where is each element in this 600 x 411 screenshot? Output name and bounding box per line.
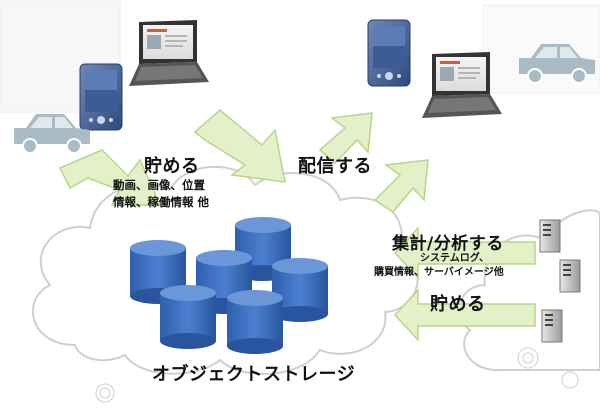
- store-label-right: 貯める: [430, 294, 486, 315]
- server-icon: [559, 259, 581, 293]
- arrow-deliver-1: [318, 112, 373, 165]
- arrow-store-left-2: [193, 109, 286, 183]
- arrow-store-left-1: [58, 149, 162, 206]
- server-icon: [539, 219, 561, 253]
- tablet-icon: [367, 19, 411, 87]
- database-icon: [227, 290, 283, 354]
- store-label-left: 貯める: [144, 156, 200, 177]
- decorative-circles: [95, 347, 579, 403]
- arrow-store-right: [393, 288, 536, 342]
- store-detail-line-1: 動画、画像、位置: [113, 178, 205, 192]
- store-detail-line-2: 情報、稼働情報 他: [113, 195, 210, 209]
- arrow-analyze: [393, 226, 536, 280]
- storage-title: オブジェクトストレージ: [152, 364, 356, 385]
- database-icon: [160, 285, 216, 349]
- laptop-icon: [422, 52, 502, 118]
- tablet-icon: [79, 63, 123, 131]
- deliver-label: 配信する: [298, 156, 372, 177]
- arrow-deliver-2: [373, 159, 429, 213]
- analyze-detail-line-1: システムログ、: [420, 253, 489, 264]
- analyze-label: 集計/分析する: [392, 234, 504, 254]
- laptop-icon: [129, 20, 209, 86]
- analyze-detail-line-2: 購買情報、サーバイメージ他: [374, 267, 504, 278]
- servers-cloud: [458, 209, 600, 372]
- server-icon: [541, 309, 563, 343]
- car-icon: [519, 44, 595, 84]
- car-icon: [14, 114, 90, 154]
- database-cylinders: [130, 217, 328, 354]
